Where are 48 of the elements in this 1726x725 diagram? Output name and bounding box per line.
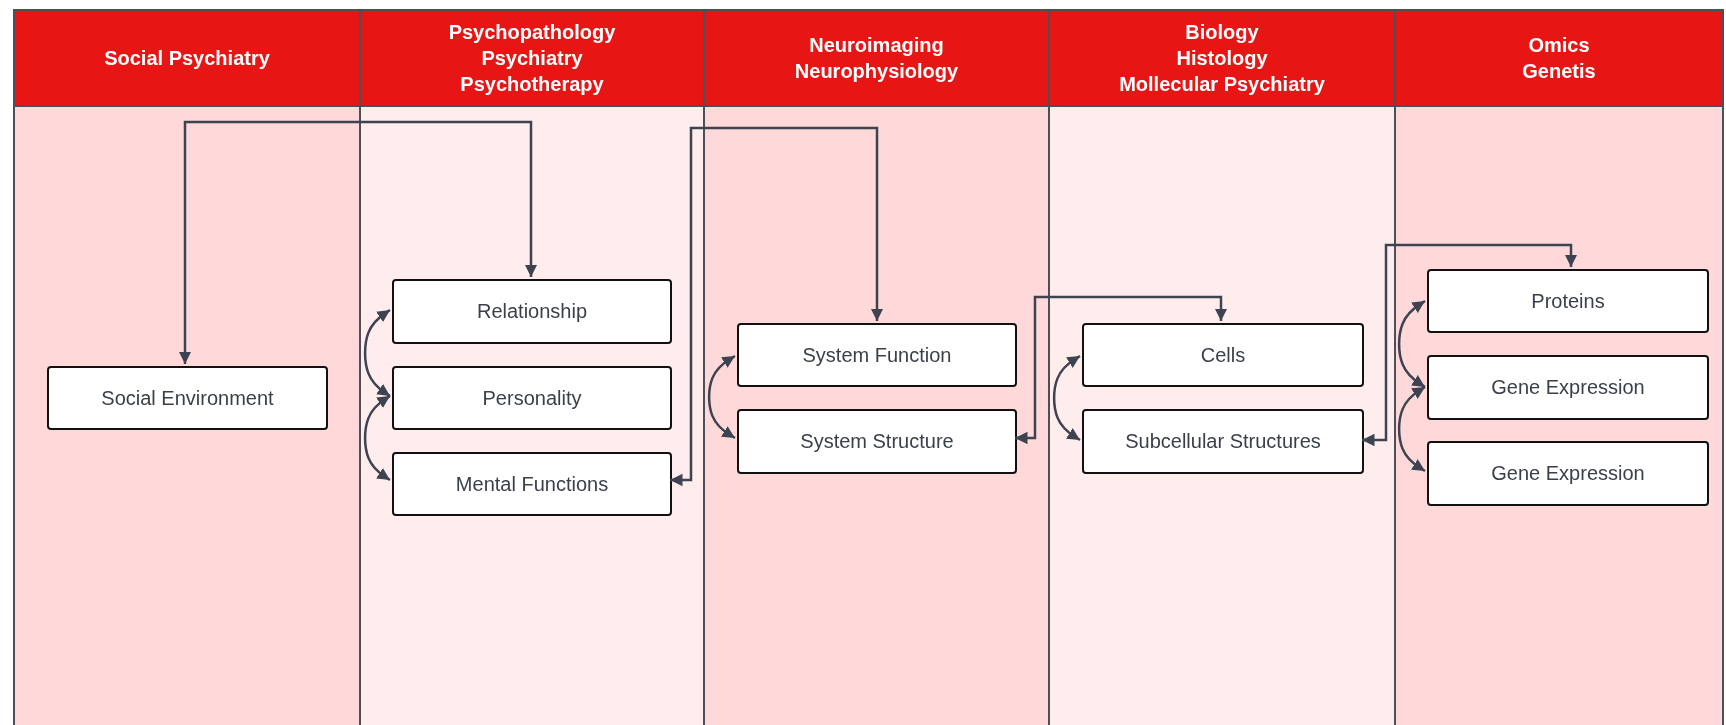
box-label: Proteins [1531,289,1605,313]
box-label: System Structure [800,430,954,453]
process-box [1427,441,1709,506]
connector-arrow [1397,385,1426,473]
box-label: Personality [482,386,582,410]
process-box [1082,409,1364,474]
connector-arrow [670,126,884,487]
connector-arrow [1015,295,1228,445]
connector-arrow [1052,354,1081,442]
swimlane [13,9,359,725]
process-box [392,452,672,516]
box-label: Mental Functions [455,472,609,496]
process-box [392,366,672,430]
lane-title: Genetis [1522,59,1596,84]
lane-title: Social Psychiatry [104,46,270,71]
box-label: Gene Expression [1491,376,1645,399]
lane-title: Biology [1185,20,1259,45]
swimlane [1048,9,1394,725]
lane-title: Psychiatry [481,46,583,71]
box-label: Subcellular Structures [1125,430,1321,453]
box-label: Cells [1200,343,1246,367]
lane-title: Neuroimaging [809,33,944,58]
lane-title: Histology [1176,46,1268,71]
connector-arrow [178,120,538,364]
box-label: Relationship [476,300,588,323]
swimlane [1394,9,1724,725]
connector-arrow [1397,299,1426,389]
lane-title: Neurophysiology [794,59,959,84]
connector-arrow [363,394,391,482]
process-box [47,366,328,430]
process-box [1427,355,1709,420]
lane-title: Psychopathology [448,20,616,45]
process-box [1082,323,1364,387]
process-box [392,279,672,344]
connector-arrow [363,308,391,398]
lane-title: Omics [1528,33,1590,58]
process-box [737,409,1017,474]
box-label: Gene Expression [1491,462,1645,485]
lane-title: Psychotherapy [460,72,604,97]
connector-arrow [707,354,736,440]
swimlane [703,9,1048,725]
process-box [1427,269,1709,333]
connector-arrow [1362,243,1578,447]
box-label: System Function [802,343,952,367]
process-box [737,323,1017,387]
lane-title: Mollecular Psychiatry [1119,72,1325,97]
box-label: Social Environment [101,386,274,410]
swimlane [359,9,703,725]
